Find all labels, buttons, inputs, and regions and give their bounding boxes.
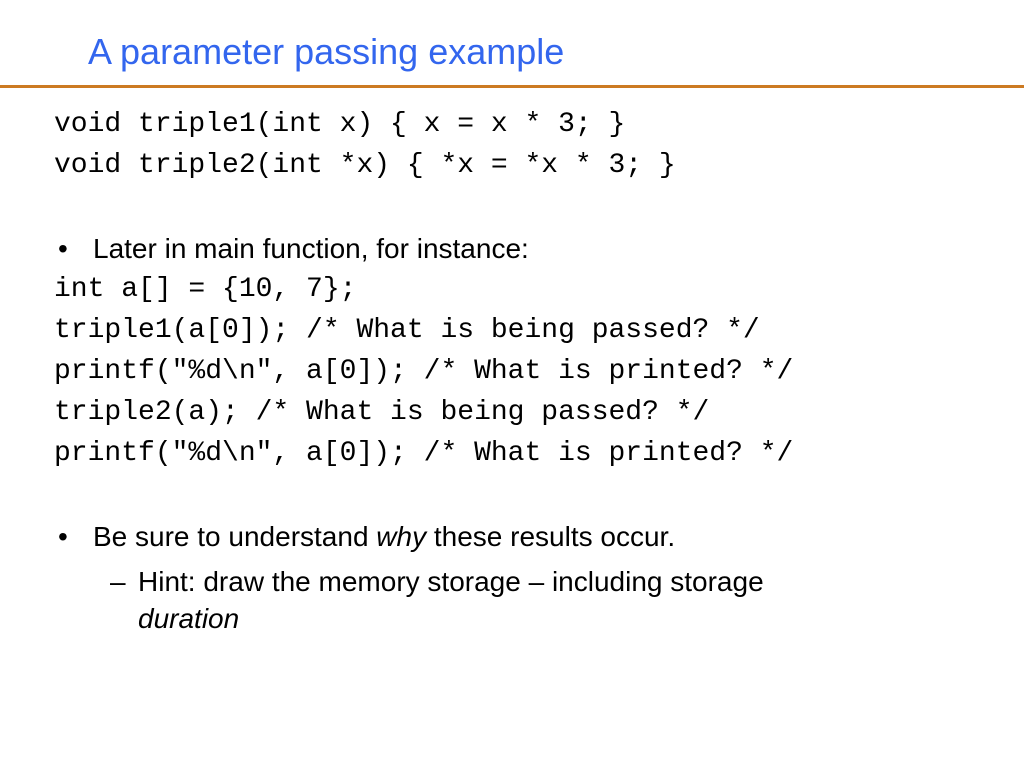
bullet-marker: •: [58, 521, 68, 552]
bullet-text: Be sure to understand why these results …: [93, 518, 675, 556]
code-line: triple2(a); /* What is being passed? */: [54, 397, 710, 428]
sub-bullet-text-continued: duration: [138, 600, 239, 638]
code-line: printf("%d\n", a[0]); /* What is printed…: [54, 356, 794, 387]
title-divider: [0, 85, 1024, 88]
code-line: printf("%d\n", a[0]); /* What is printed…: [54, 438, 794, 469]
bullet-text: Later in main function, for instance:: [93, 233, 529, 264]
sub-bullet-text: Hint: draw the memory storage – includin…: [138, 566, 764, 597]
sub-bullet-emphasis: duration: [138, 603, 240, 634]
sub-bullet-marker: –: [110, 566, 126, 597]
bullet-text-part: Be sure to understand: [93, 521, 377, 552]
slide-title: A parameter passing example: [88, 31, 565, 72]
code-line: void triple1(int x) { x = x * 3; }: [54, 109, 626, 140]
bullet-text-emphasis: why: [376, 521, 427, 552]
code-line: int a[] = {10, 7};: [54, 274, 357, 305]
bullet-marker: •: [58, 233, 68, 264]
bullet-text-part: these results occur.: [426, 521, 676, 552]
code-line: void triple2(int *x) { *x = *x * 3; }: [54, 150, 676, 181]
code-line: triple1(a[0]); /* What is being passed? …: [54, 315, 760, 346]
